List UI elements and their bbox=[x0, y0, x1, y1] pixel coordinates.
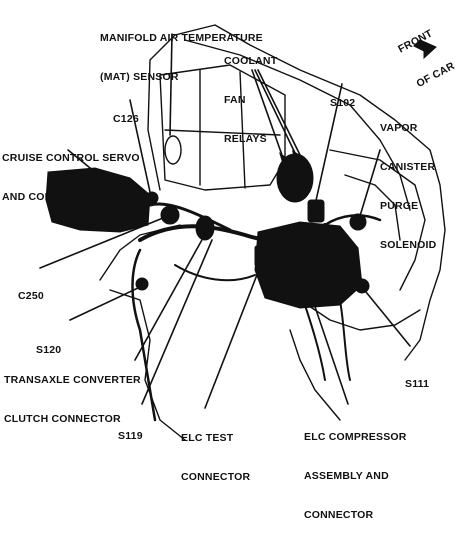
leader-s111 bbox=[365, 291, 411, 347]
leader-c250 bbox=[39, 217, 164, 269]
cruise-control-servo bbox=[45, 167, 151, 233]
leader-s120 bbox=[69, 287, 139, 321]
leader-transaxle bbox=[134, 237, 204, 361]
leader-s119 bbox=[141, 239, 213, 405]
label-s111: S111 bbox=[405, 378, 430, 390]
body-panel bbox=[147, 34, 176, 191]
c250-connector bbox=[160, 205, 180, 225]
label-s119: S119 bbox=[118, 430, 143, 442]
label-transaxle: TRANSAXLE CONVERTER CLUTCH CONNECTOR bbox=[4, 374, 141, 425]
engine-drawing bbox=[39, 24, 446, 441]
label-s120: S120 bbox=[36, 344, 62, 356]
leader-coolant-relay-3 bbox=[257, 69, 306, 166]
leader-cruise bbox=[67, 149, 96, 173]
label-c126: C126 bbox=[113, 113, 139, 125]
leader-mat-sensor bbox=[169, 33, 173, 136]
transaxle-connector bbox=[195, 215, 215, 241]
label-coolant-fan-relays: COOLANT FAN RELAYS bbox=[224, 55, 278, 145]
label-elc-test: ELC TEST CONNECTOR bbox=[181, 432, 251, 483]
leader-coolant-relay-2 bbox=[254, 69, 297, 156]
label-vapor-canister: VAPOR CANISTER PURGE SOLENOID bbox=[380, 122, 437, 251]
elc-compressor-assembly bbox=[254, 221, 363, 309]
s111-connector bbox=[354, 278, 370, 294]
fender-outline bbox=[174, 24, 446, 361]
label-elc-compressor: ELC COMPRESSOR ASSEMBLY AND CONNECTOR bbox=[304, 431, 407, 521]
label-cruise-control: CRUISE CONTROL SERVO AND CONNECTOR bbox=[2, 152, 140, 203]
label-c250: C250 bbox=[18, 290, 44, 302]
label-s102: S102 bbox=[330, 97, 356, 109]
leader-coolant-relay-1 bbox=[251, 69, 284, 159]
leader-elc-test bbox=[204, 261, 263, 409]
leader-s102 bbox=[314, 83, 343, 206]
s120-connector bbox=[135, 277, 149, 291]
label-mat-sensor: MANIFOLD AIR TEMPERATURE (MAT) SENSOR bbox=[100, 32, 263, 83]
engine-compartment-diagram: MANIFOLD AIR TEMPERATURE (MAT) SENSOR CO… bbox=[2, 24, 457, 521]
leader-c126 bbox=[129, 99, 151, 193]
c126-connector bbox=[145, 191, 159, 205]
elc-test-connector bbox=[254, 245, 270, 267]
vapor-solenoid bbox=[349, 213, 367, 231]
leader-vapor bbox=[359, 149, 381, 217]
mat-sensor-body bbox=[164, 135, 182, 165]
front-of-car-arrow bbox=[413, 39, 437, 60]
leader-elc-compressor bbox=[309, 291, 349, 405]
